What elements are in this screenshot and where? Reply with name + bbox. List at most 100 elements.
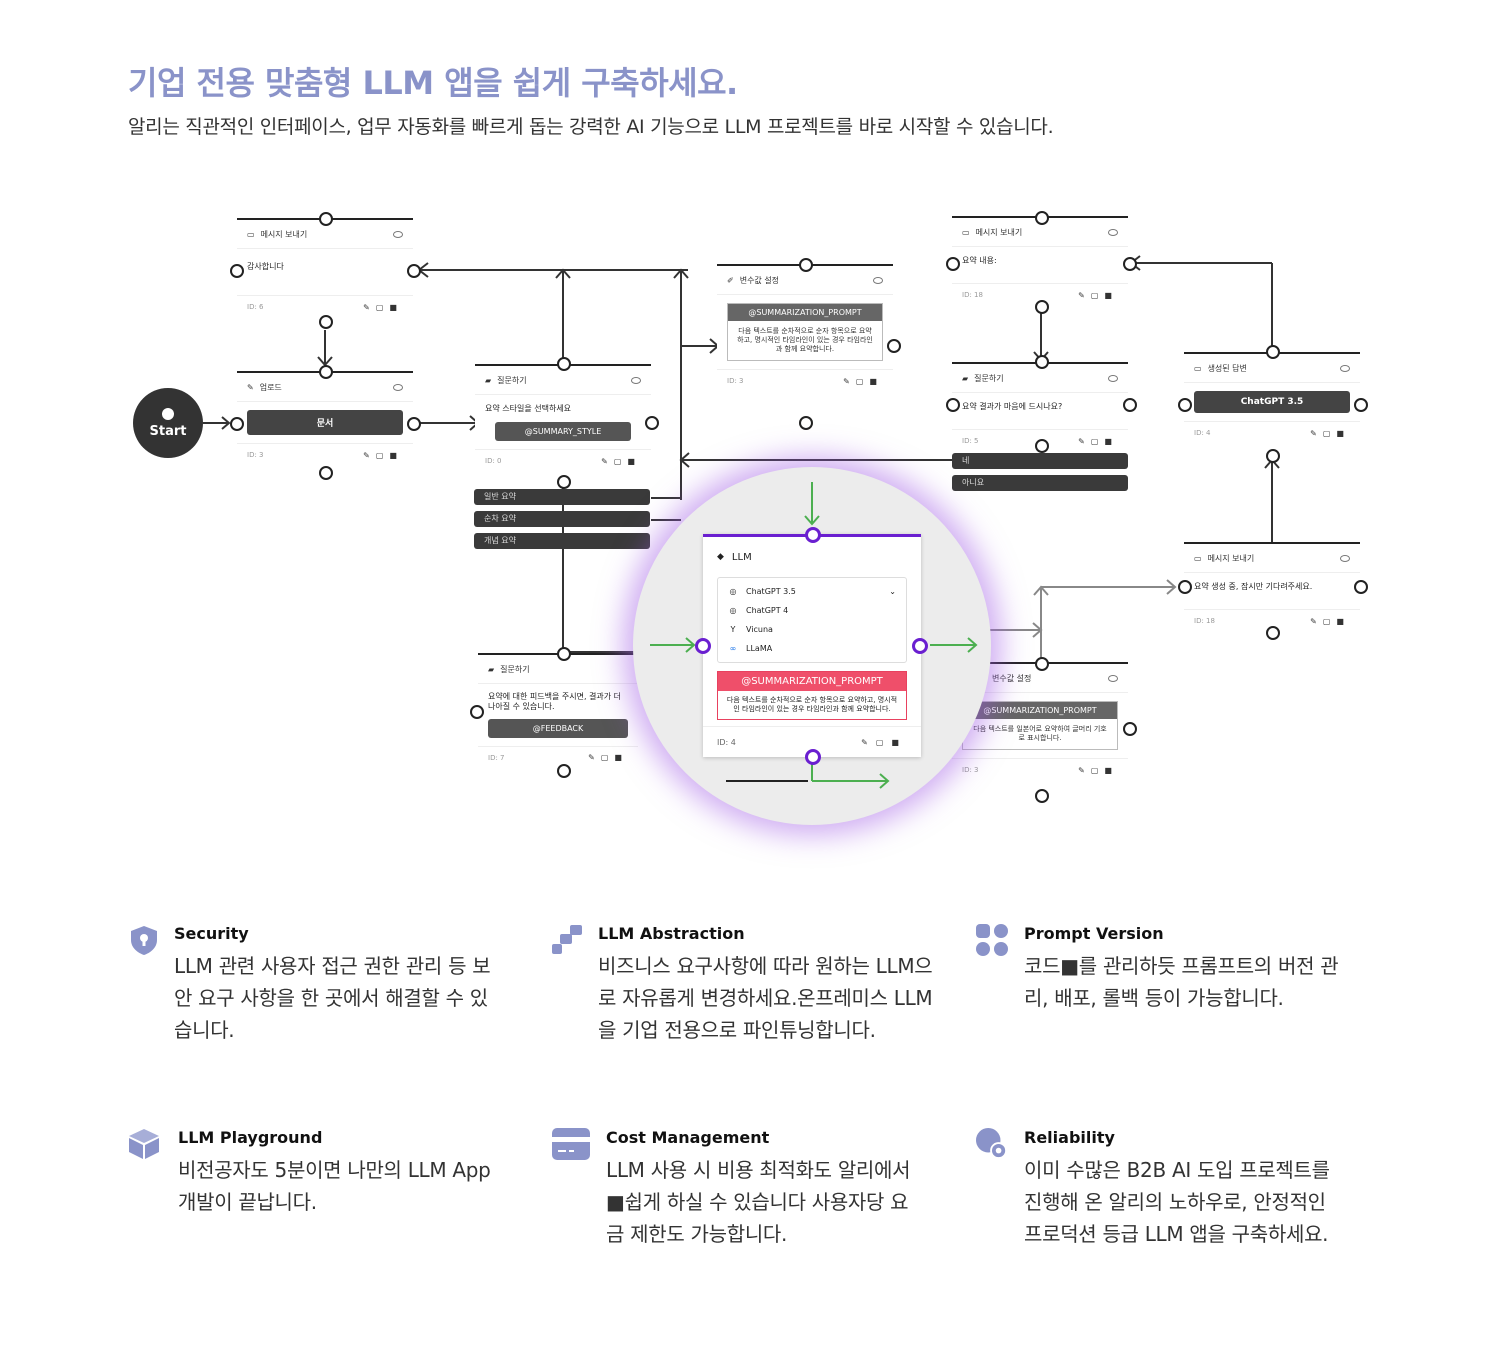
connector-handle[interactable] (1266, 345, 1280, 359)
eye-icon[interactable] (1108, 374, 1118, 382)
connector-handle[interactable] (470, 705, 484, 719)
feature-desc: LLM 사용 시 비용 최적화도 알리에서■쉽게 하실 수 있습니다 사용자당 … (606, 1158, 911, 1246)
blocks-icon (552, 925, 582, 954)
eye-icon[interactable] (873, 276, 883, 284)
option-item[interactable]: 네 (952, 453, 1128, 469)
connector-handle[interactable] (1035, 355, 1049, 369)
eye-icon[interactable] (393, 383, 403, 391)
edit-icon: ✐ (727, 275, 734, 285)
option-item[interactable]: 개념 요약 (474, 533, 650, 549)
eye-icon[interactable] (1340, 554, 1350, 562)
option-item[interactable]: 아니요 (952, 475, 1128, 491)
connector-lines (203, 255, 1280, 660)
connector-handle[interactable] (1035, 439, 1049, 453)
node-question-2[interactable]: ▰질문하기 요약 결과가 마음에 드시나요? ID: 5✎▢■ (952, 362, 1128, 452)
node-question-1[interactable]: ▰질문하기 요약 스타일을 선택하세요@SUMMARY_STYLE ID: 0✎… (475, 364, 651, 472)
connector-handle[interactable] (1266, 626, 1280, 640)
connector-handle[interactable] (805, 527, 821, 543)
start-node[interactable]: Start (133, 388, 203, 458)
node-tools[interactable]: ✎▢■ (843, 376, 883, 386)
variable-pill[interactable]: @SUMMARY_STYLE (495, 422, 631, 441)
connector-handle[interactable] (557, 647, 571, 661)
node-send-message-3[interactable]: ▭메시지 보내기 요약 생성 중, 잠시만 기다려주세요. ID: 18✎▢■ (1184, 542, 1360, 632)
model-option[interactable]: ◎ChatGPT 4 (729, 606, 789, 615)
pencil-icon: ✎ (247, 382, 254, 392)
eye-icon[interactable] (631, 376, 641, 384)
connector-handle[interactable] (695, 638, 711, 654)
connector-handle[interactable] (319, 315, 333, 329)
connector-handle[interactable] (230, 417, 244, 431)
prompt-box[interactable]: @SUMMARIZATION_PROMPT 다음 텍스트를 순차적으로 순자 항… (717, 671, 907, 721)
connector-handle[interactable] (1123, 722, 1137, 736)
node-tools[interactable]: ✎▢■ (1078, 436, 1118, 446)
connector-handle[interactable] (912, 638, 928, 654)
node-tools[interactable]: ✎▢■ (363, 450, 403, 460)
connector-handle[interactable] (1035, 211, 1049, 225)
feature-title: Cost Management (606, 1128, 770, 1147)
connector-handle[interactable] (319, 212, 333, 226)
node-tools[interactable]: ✎▢■ (861, 737, 907, 747)
grid-icon (976, 924, 1008, 956)
connector-handle[interactable] (1354, 398, 1368, 412)
workflow-canvas[interactable]: Start ▭메시지 보내기 감사합니다 ID: 6✎▢■ ✎업로드 문서 ID… (0, 160, 1511, 860)
connector-handle[interactable] (407, 417, 421, 431)
eye-icon[interactable] (1340, 364, 1350, 372)
node-tools[interactable]: ✎▢■ (601, 456, 641, 466)
node-tools[interactable]: ✎▢■ (1078, 765, 1118, 775)
upload-type-button[interactable]: 문서 (247, 410, 403, 435)
model-option[interactable]: ∞LLaMA (729, 644, 773, 653)
node-tools[interactable]: ✎▢■ (1310, 616, 1350, 626)
connector-handle[interactable] (1123, 257, 1137, 271)
connector-handle[interactable] (1178, 398, 1192, 412)
connector-handle[interactable] (1035, 300, 1049, 314)
openai-icon: ◎ (729, 606, 737, 615)
node-tools[interactable]: ✎▢■ (1310, 428, 1350, 438)
connector-handle[interactable] (557, 475, 571, 489)
model-option[interactable]: ◎ChatGPT 3.5⌄ (729, 587, 897, 596)
node-tools[interactable]: ✎▢■ (1078, 290, 1118, 300)
connector-handle[interactable] (1123, 398, 1137, 412)
variable-pill[interactable]: @FEEDBACK (488, 718, 628, 738)
connector-handle[interactable] (1035, 789, 1049, 803)
connector-handle[interactable] (887, 339, 901, 353)
node-send-message-1[interactable]: ▭메시지 보내기 감사합니다 ID: 6✎▢■ (237, 218, 413, 318)
node-id: ID: 18 (1194, 617, 1215, 625)
option-item[interactable]: 순차 요약 (474, 511, 650, 527)
prompt-title: @SUMMARIZATION_PROMPT (728, 304, 882, 321)
connector-handle[interactable] (805, 749, 821, 765)
chevron-down-icon[interactable]: ⌄ (889, 587, 896, 596)
connector-handle[interactable] (1266, 449, 1280, 463)
connector-handle[interactable] (1178, 580, 1192, 594)
node-tools[interactable]: ✎▢■ (363, 302, 403, 312)
connector-handle[interactable] (946, 398, 960, 412)
model-pill[interactable]: ChatGPT 3.5 (1194, 391, 1350, 413)
connector-handle[interactable] (645, 416, 659, 430)
connector-handle[interactable] (946, 257, 960, 271)
prompt-title: @SUMMARIZATION_PROMPT (963, 702, 1117, 719)
eye-icon[interactable] (1108, 674, 1118, 682)
node-send-message-2[interactable]: ▭메시지 보내기 요약 내용: ID: 18✎▢■ (952, 216, 1128, 306)
connector-handle[interactable] (407, 264, 421, 278)
connector-handle[interactable] (319, 365, 333, 379)
node-generated-answer[interactable]: ▭생성된 답변 ChatGPT 3.5 ID: 4✎▢■ (1184, 352, 1360, 444)
option-item[interactable]: 일반 요약 (474, 489, 650, 505)
eye-icon[interactable] (1108, 228, 1118, 236)
connector-handle[interactable] (230, 264, 244, 278)
vicuna-icon: Y (730, 625, 736, 634)
message-icon: ▭ (247, 229, 255, 239)
connector-handle[interactable] (1035, 657, 1049, 671)
connector-handle[interactable] (557, 357, 571, 371)
connector-handle[interactable] (319, 466, 333, 480)
connector-handle[interactable] (1354, 580, 1368, 594)
connector-handle[interactable] (799, 416, 813, 430)
meta-icon: ∞ (729, 644, 737, 653)
connector-handle[interactable] (557, 764, 571, 778)
node-tools[interactable]: ✎▢■ (588, 753, 628, 763)
eye-icon[interactable] (393, 230, 403, 238)
connector-handle[interactable] (799, 258, 813, 272)
